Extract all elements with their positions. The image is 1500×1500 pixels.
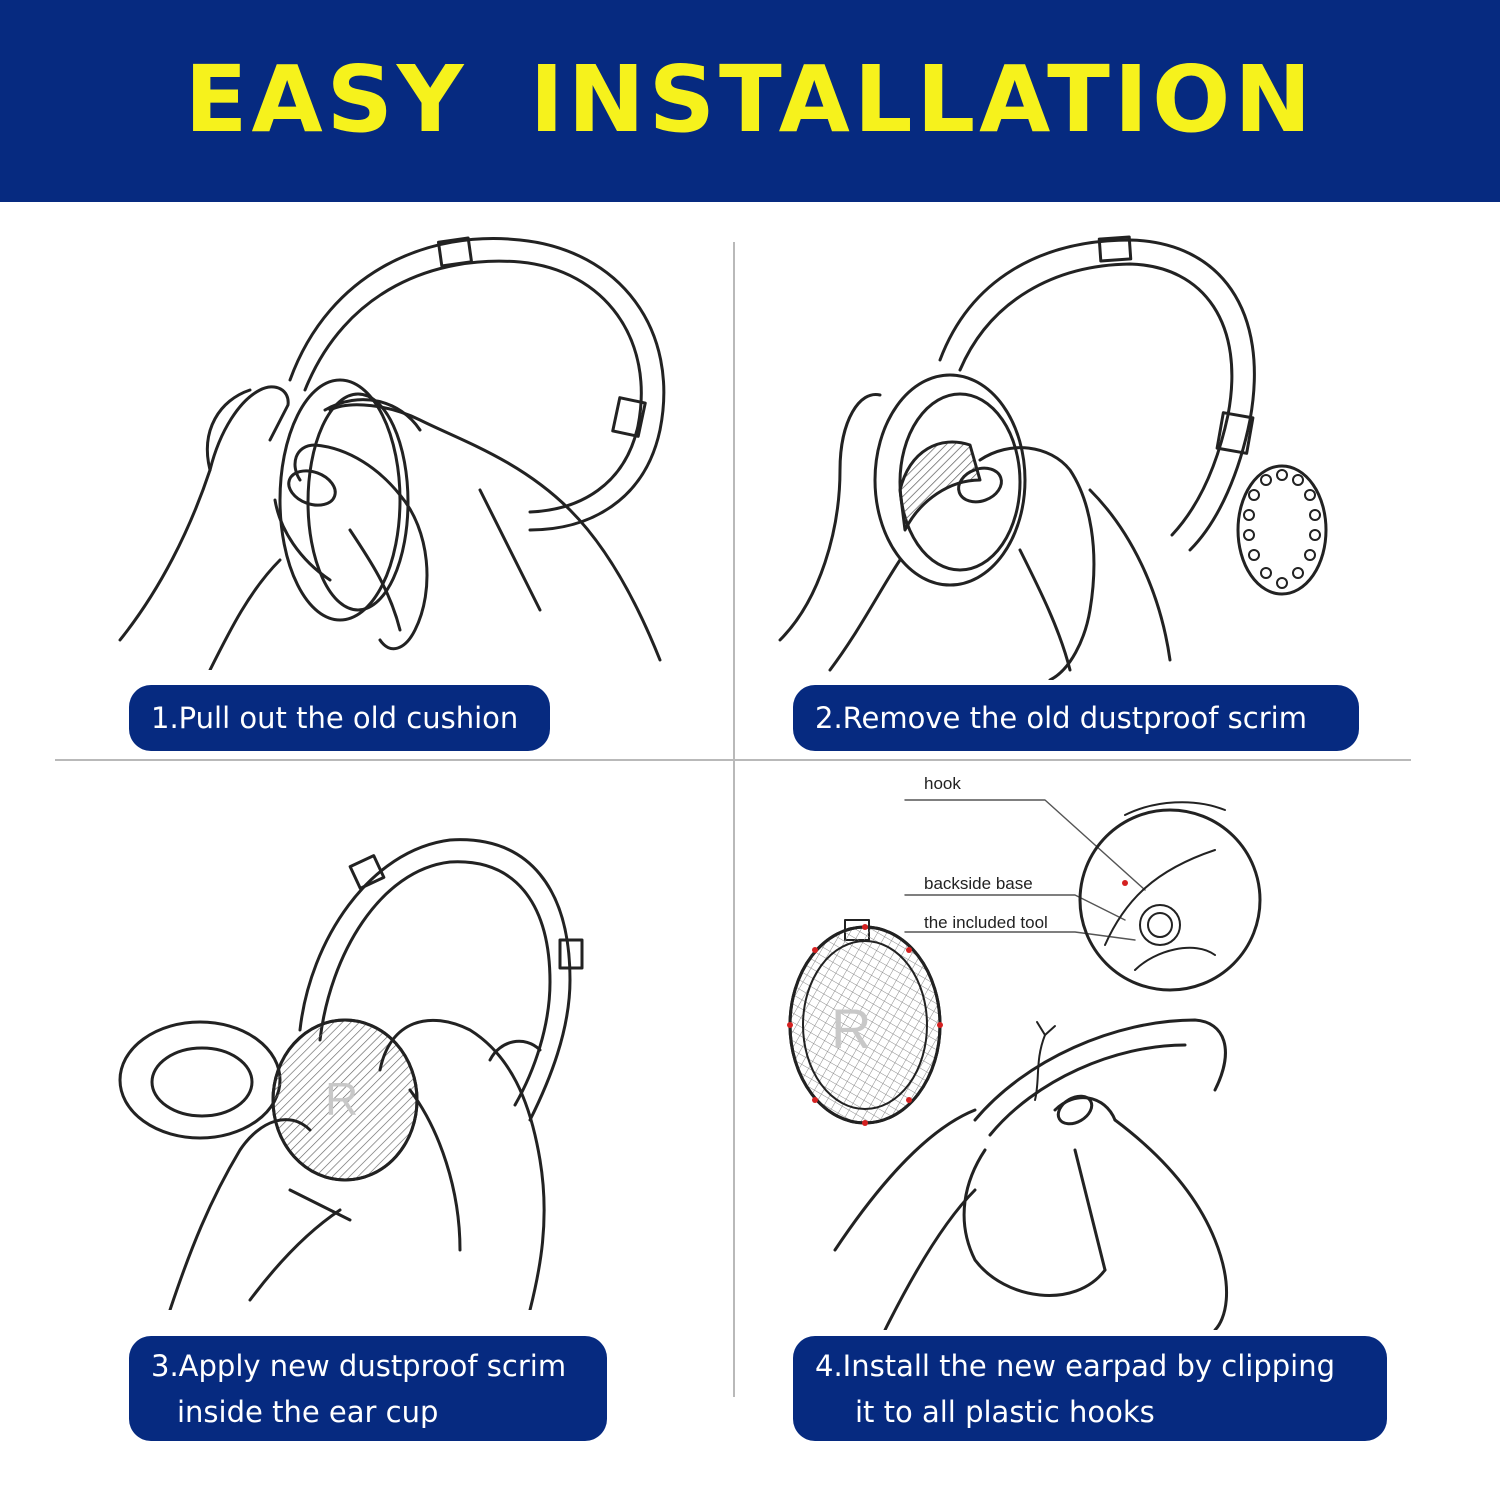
- callout-backside-base: backside base: [924, 874, 1033, 893]
- header-banner: EASY INSTALLATION: [0, 0, 1500, 202]
- step-1-illustration: [118, 236, 666, 670]
- callout-hook: hook: [924, 774, 961, 793]
- page-title: EASY INSTALLATION: [184, 45, 1316, 153]
- step-4-label: 4.Install the new earpad by clipping it …: [793, 1336, 1387, 1441]
- step-1-label: 1.Pull out the old cushion: [129, 685, 550, 751]
- step-2-label: 2.Remove the old dustproof scrim: [793, 685, 1359, 751]
- horizontal-divider: [55, 759, 1411, 761]
- callout-included-tool: the included tool: [924, 913, 1048, 932]
- vertical-divider: [733, 242, 735, 1397]
- hook-dot-icon: [1122, 880, 1128, 886]
- ear-cup-mark: R: [325, 1073, 358, 1125]
- svg-text:R: R: [831, 997, 871, 1060]
- step-2-illustration: [778, 235, 1328, 680]
- dustproof-scrim-icon: [1236, 464, 1328, 596]
- earpad-mesh-icon: R: [787, 919, 943, 1126]
- step-4-illustration: R: [787, 799, 1262, 1330]
- step-3-illustration: R: [118, 838, 584, 1310]
- step-3-label: 3.Apply new dustproof scrim inside the e…: [129, 1336, 607, 1441]
